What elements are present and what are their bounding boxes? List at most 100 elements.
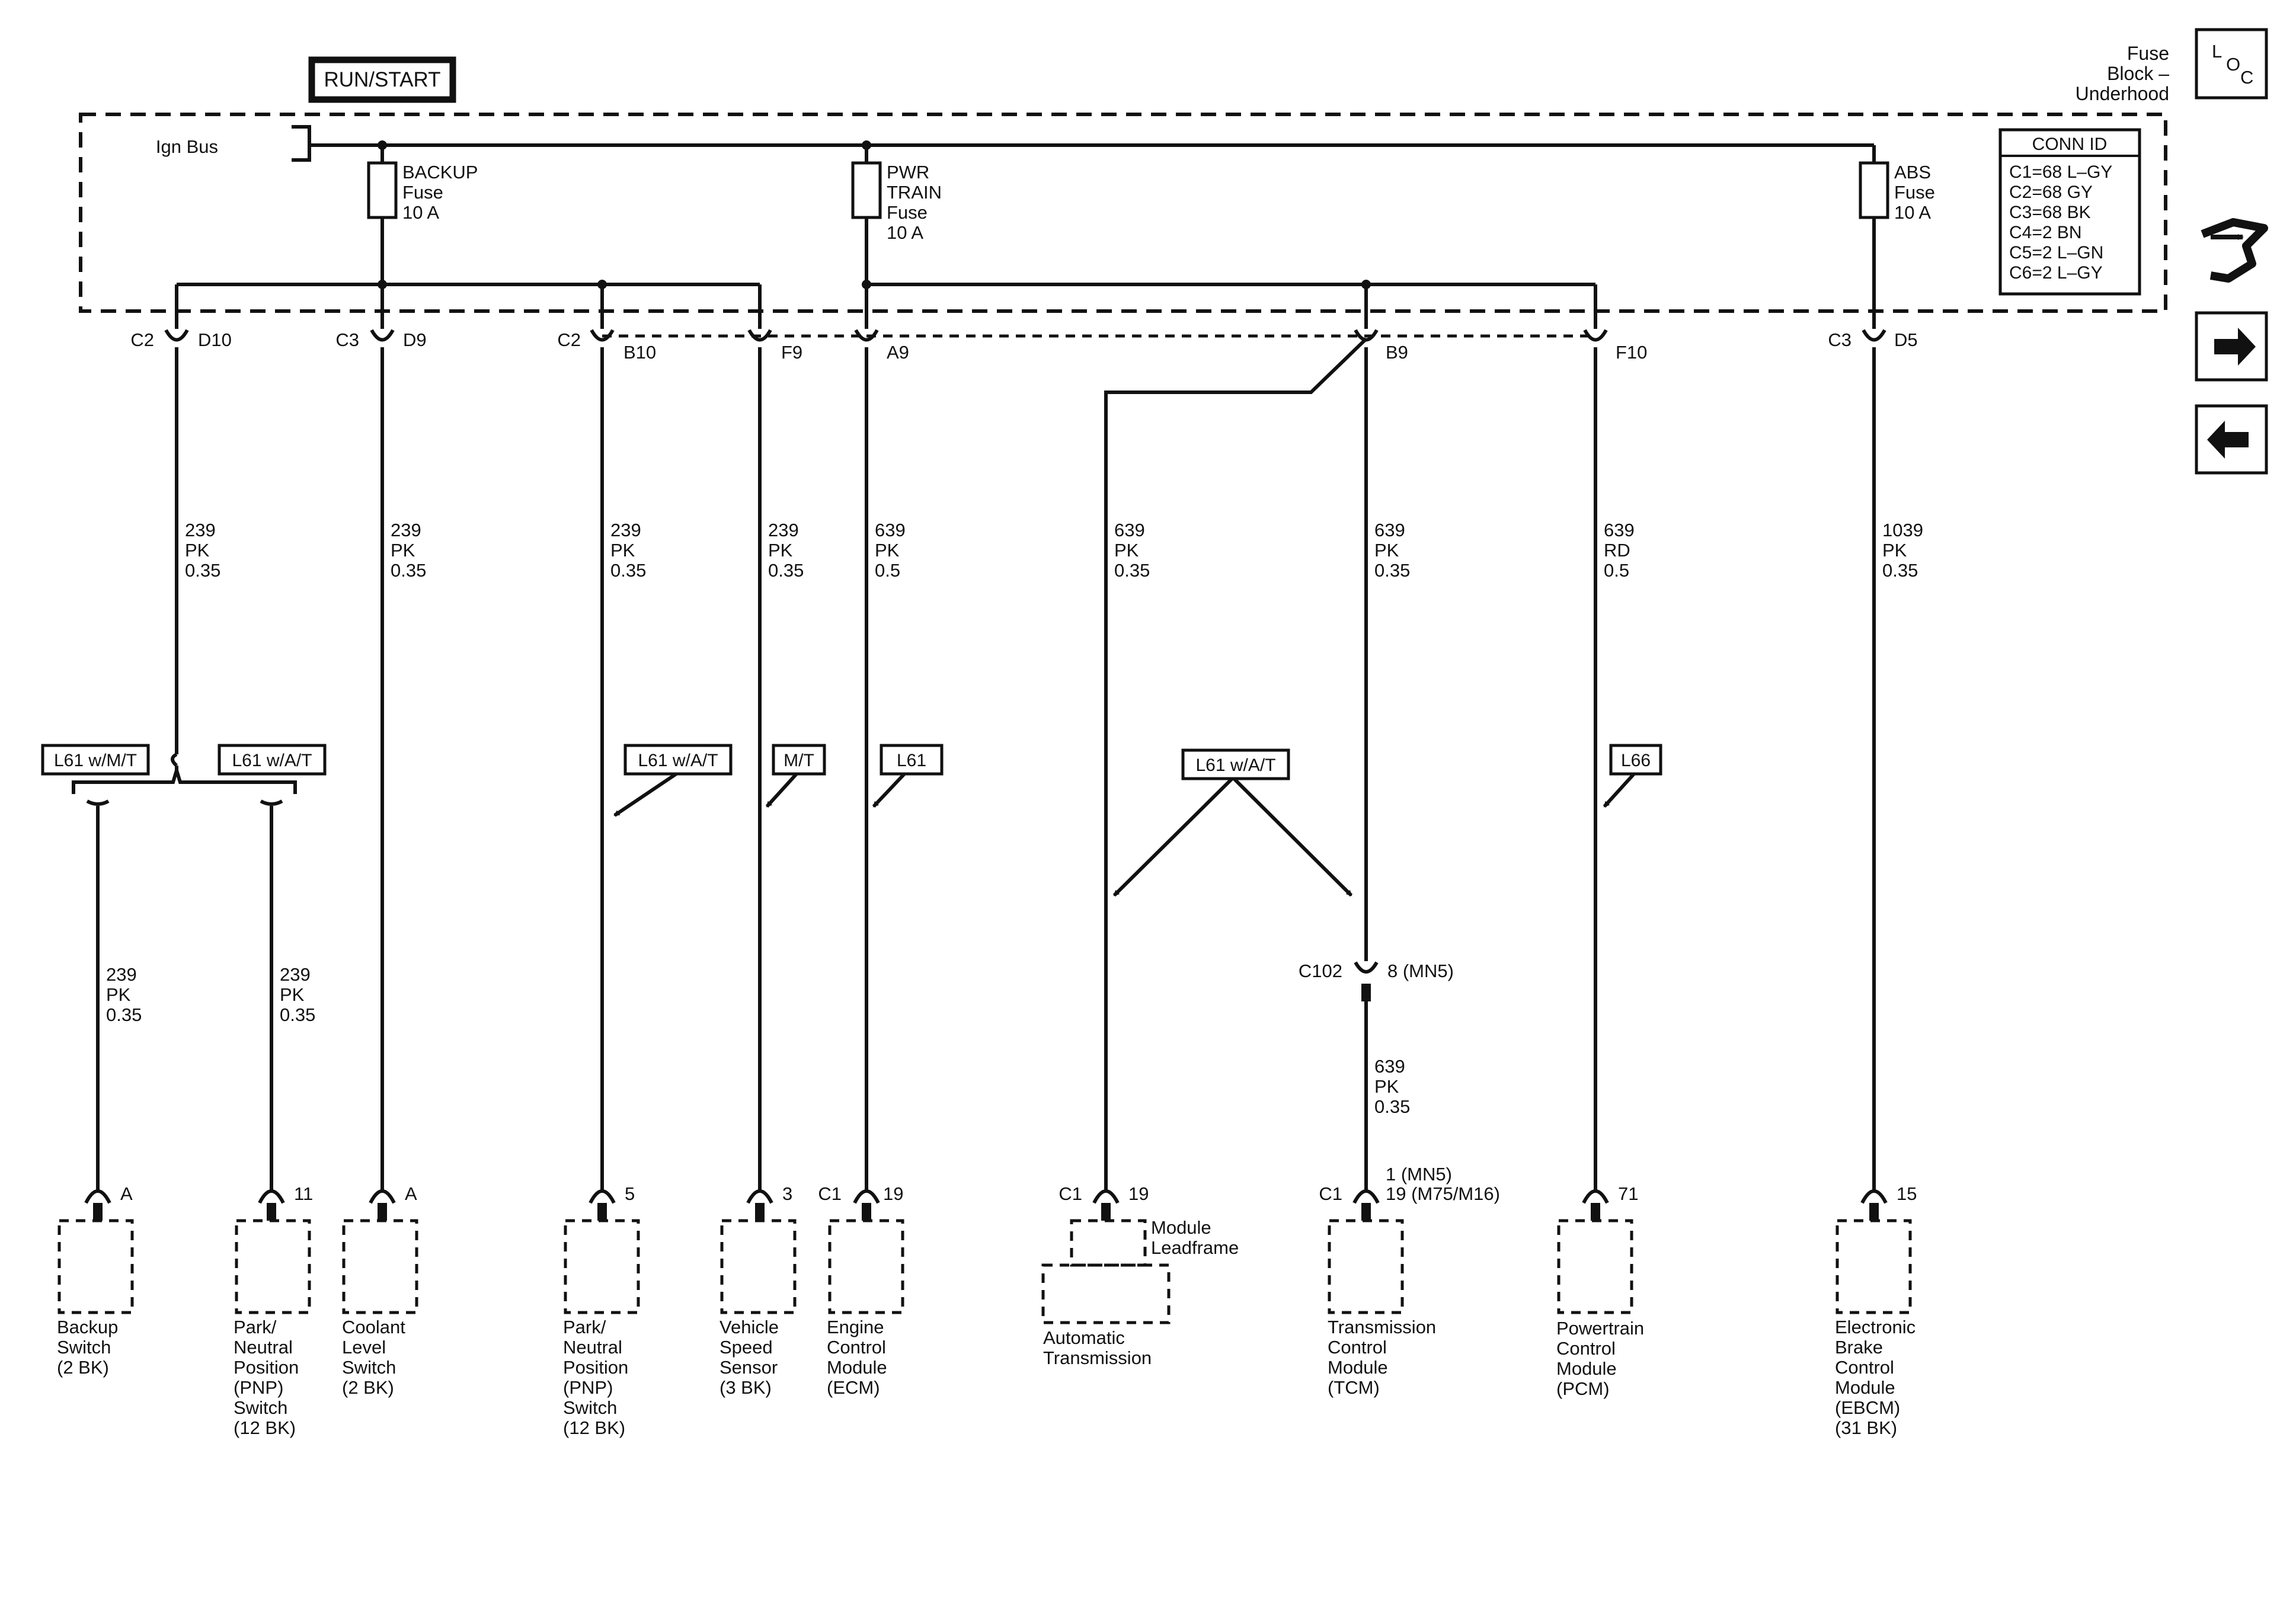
svg-text:L61 w/A/T: L61 w/A/T [1195, 756, 1275, 775]
svg-text:L66: L66 [1621, 751, 1651, 770]
fuse-block-internal-bus [175, 280, 1597, 329]
option-split [72, 770, 297, 806]
svg-text:Speed: Speed [720, 1337, 773, 1358]
svg-text:Fuse: Fuse [2127, 43, 2169, 64]
svg-text:0.35: 0.35 [185, 560, 220, 581]
fuse-block-title: Fuse Block – Underhood [2076, 43, 2170, 104]
svg-text:Powertrain: Powertrain [1556, 1318, 1644, 1339]
pin-pnp-switch: 5 [589, 1183, 635, 1221]
fuse-pins: C2 D10 C3 D9 C2 B10 F9 A9 B9 F10 C3 D5 [130, 329, 1918, 363]
svg-text:Control: Control [1328, 1337, 1387, 1358]
component-pins: A 11 A 5 3 C1 19 [84, 1164, 1917, 1221]
svg-text:C2=68 GY: C2=68 GY [2009, 183, 2093, 202]
svg-text:L61: L61 [897, 751, 926, 770]
pin-automatic-transmission: C1 19 [1059, 1183, 1149, 1221]
svg-text:239: 239 [768, 520, 799, 540]
svg-text:Fuse: Fuse [1894, 182, 1935, 203]
svg-text:Module: Module [1556, 1358, 1617, 1379]
svg-text:Brake: Brake [1835, 1337, 1883, 1358]
abs-fuse: ABS Fuse 10 A [1859, 145, 1935, 329]
forward-arrow-icon[interactable] [2195, 311, 2268, 382]
svg-text:PK: PK [768, 540, 793, 561]
component-coolant-switch: Coolant Level Switch (2 BK) [342, 1219, 418, 1398]
svg-text:Neutral: Neutral [234, 1337, 293, 1358]
svg-text:C: C [2240, 67, 2253, 88]
loc-icon[interactable]: L O C [2195, 28, 2268, 100]
svg-text:(31 BK): (31 BK) [1835, 1417, 1897, 1438]
backup-fuse: BACKUP Fuse 10 A [367, 145, 478, 284]
pin-ecm: C1 19 [818, 1183, 903, 1221]
svg-text:A: A [405, 1183, 417, 1204]
svg-text:BACKUP: BACKUP [402, 162, 478, 183]
svg-text:PK: PK [1114, 540, 1139, 561]
svg-text:Sensor: Sensor [720, 1357, 778, 1378]
wire-vss: 239 PK 0.35 [758, 347, 804, 1193]
svg-text:5: 5 [625, 1183, 635, 1204]
svg-text:(PNP): (PNP) [234, 1377, 283, 1398]
wire-ebcm: 1039 PK 0.35 [1872, 347, 1923, 1193]
svg-text:O: O [2226, 54, 2240, 75]
svg-text:Engine: Engine [827, 1317, 884, 1337]
back-arrow-icon[interactable] [2195, 404, 2268, 475]
svg-text:19: 19 [883, 1183, 903, 1204]
svg-text:0.35: 0.35 [1374, 1096, 1410, 1117]
component-vss: Vehicle Speed Sensor (3 BK) [720, 1219, 797, 1398]
svg-text:0.5: 0.5 [1604, 560, 1629, 581]
pwr-train-fuse: PWR TRAIN Fuse 10 A [851, 145, 942, 284]
svg-text:239: 239 [391, 520, 421, 540]
svg-text:C2: C2 [557, 329, 581, 350]
svg-text:D5: D5 [1894, 329, 1918, 350]
svg-text:19: 19 [1128, 1183, 1149, 1204]
wire-ecm: 639 PK 0.5 [865, 347, 906, 1193]
wire-tcm-upper: 639 PK 0.35 [1364, 347, 1410, 961]
svg-text:Fuse: Fuse [887, 202, 928, 223]
svg-text:(EBCM): (EBCM) [1835, 1397, 1900, 1418]
svg-text:PK: PK [106, 984, 131, 1005]
svg-text:D9: D9 [403, 329, 427, 350]
svg-text:Switch: Switch [57, 1337, 111, 1358]
svg-text:F10: F10 [1616, 342, 1647, 363]
svg-text:Control: Control [1556, 1338, 1616, 1359]
svg-text:Module: Module [1328, 1357, 1388, 1378]
svg-text:L61 w/M/T: L61 w/M/T [54, 751, 137, 770]
svg-text:71: 71 [1618, 1183, 1638, 1204]
svg-text:A: A [120, 1183, 133, 1204]
pin-tcm: 1 (MN5) C1 19 (M75/M16) [1319, 1164, 1500, 1221]
component-ebcm: Electronic Brake Control Module (EBCM) (… [1835, 1219, 1916, 1438]
svg-text:Block –: Block – [2107, 63, 2169, 84]
svg-text:0.35: 0.35 [280, 1004, 315, 1025]
svg-text:(2 BK): (2 BK) [342, 1377, 394, 1398]
svg-text:0.35: 0.35 [1882, 560, 1918, 581]
svg-text:PK: PK [391, 540, 415, 561]
svg-text:L61 w/A/T: L61 w/A/T [232, 751, 312, 770]
svg-text:Switch: Switch [234, 1397, 287, 1418]
svg-text:C2: C2 [130, 329, 154, 350]
svg-text:11: 11 [294, 1183, 313, 1204]
svg-text:(12 BK): (12 BK) [563, 1417, 625, 1438]
svg-text:10 A: 10 A [402, 202, 439, 223]
diagnostic-tool-icon[interactable] [2201, 218, 2268, 283]
svg-text:Park/: Park/ [234, 1317, 277, 1337]
svg-text:Transmission: Transmission [1328, 1317, 1436, 1337]
svg-text:1 (MN5): 1 (MN5) [1386, 1164, 1452, 1185]
svg-text:15: 15 [1897, 1183, 1917, 1204]
svg-text:10 A: 10 A [887, 222, 923, 243]
svg-text:M/T: M/T [784, 751, 814, 770]
svg-text:Module: Module [827, 1357, 887, 1378]
svg-text:L: L [2212, 41, 2222, 62]
wire-backup-switch-low: 239 PK 0.35 [96, 806, 142, 1193]
svg-text:L61 w/A/T: L61 w/A/T [638, 751, 718, 770]
component-pnp-switch: Park/ Neutral Position (PNP) Switch (12 … [563, 1219, 640, 1438]
svg-text:PK: PK [185, 540, 210, 561]
svg-text:Ign Bus: Ign Bus [156, 136, 218, 157]
pin-vss: 3 [746, 1183, 792, 1221]
svg-text:10 A: 10 A [1894, 202, 1931, 223]
svg-text:Neutral: Neutral [563, 1337, 622, 1358]
svg-text:C4=2 BN: C4=2 BN [2009, 223, 2082, 242]
svg-text:C3: C3 [335, 329, 359, 350]
svg-text:C5=2 L–GN: C5=2 L–GN [2009, 243, 2103, 263]
svg-text:639: 639 [1604, 520, 1635, 540]
option-tag-mt: M/T [765, 744, 826, 808]
svg-text:C1: C1 [1059, 1183, 1082, 1204]
